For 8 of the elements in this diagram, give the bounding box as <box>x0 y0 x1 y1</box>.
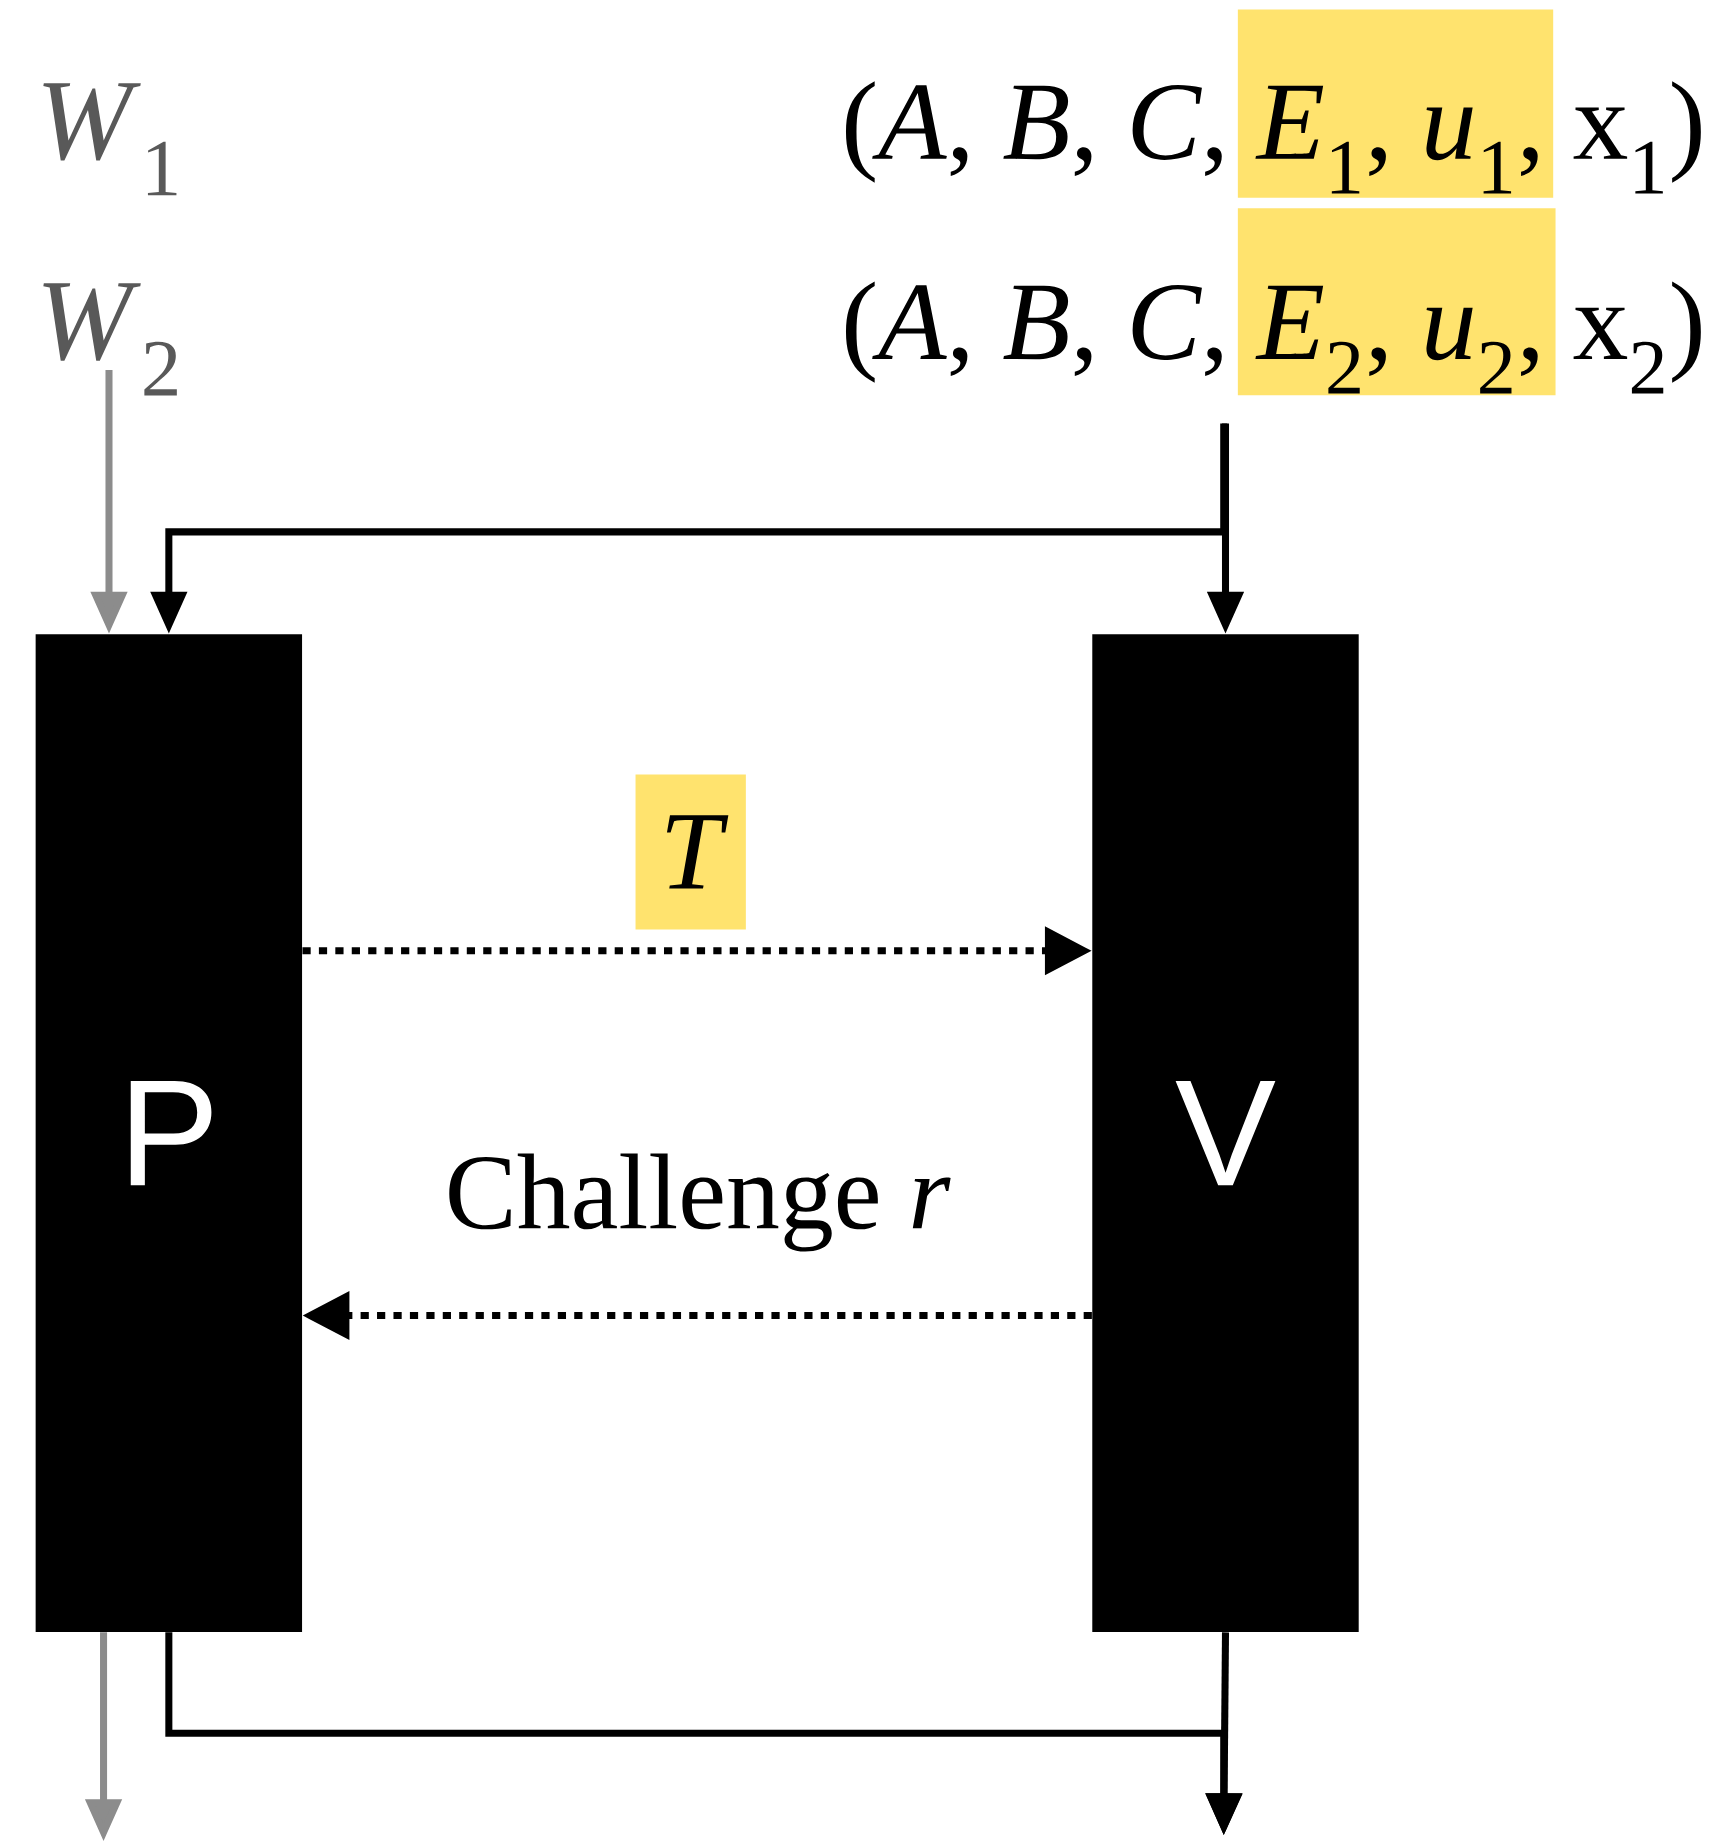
variable-label: W$_{1}$ <box>43 83 177 196</box>
edge-label: Challenge r <box>440 1149 955 1256</box>
party-box: P <box>35 634 302 1632</box>
edge-label: T <box>635 774 746 930</box>
variable-label: W$_{2}$ <box>43 283 177 396</box>
tuple-label: (A, B, C, E$_{1}$, u$_{1}$, x$_{1}$) <box>845 81 1701 194</box>
tuple-label: (A, B, C, E$_{2}$, u$_{2}$, x$_{2}$) <box>845 281 1701 394</box>
party-box: V <box>1092 634 1359 1632</box>
